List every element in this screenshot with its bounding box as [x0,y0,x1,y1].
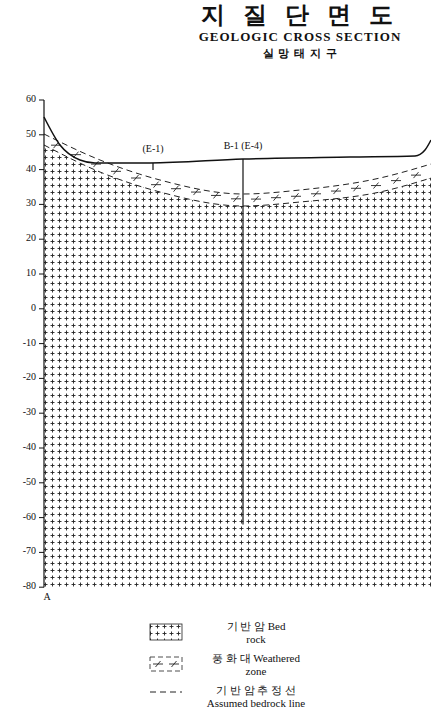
axis-label: -30 [23,406,36,418]
axis-label: 50 [26,128,36,140]
axis-label: -20 [23,371,36,383]
axis-label: 60 [26,93,36,105]
borehole [152,163,153,170]
legend-sample [150,692,182,693]
elevation-axis [39,100,44,587]
ground-surface [44,117,431,163]
legend-sample [150,624,182,640]
axis-label: -80 [23,580,36,592]
weathered-marks [51,142,421,202]
subtitle: 실 망 태 지 구 [263,47,338,60]
subtitle: GEOLOGIC CROSS SECTION [199,30,402,45]
section-label: A [43,591,50,603]
bedrock-area [44,145,431,587]
assumed-bedrock-line [44,134,431,194]
axis-label: 30 [26,197,36,209]
assumed-bedrock-line [44,145,431,206]
borehole [242,159,243,525]
borehole-label: B-1 (E-4) [224,140,263,152]
axis-label: 40 [26,163,36,175]
legend-text: 기 반 암 추 정 선 Assumed bedrock line [197,684,315,709]
title: 지 질 단 면 도 [201,2,399,30]
legend-text: 풍 화 대 Weathered zone [210,652,302,677]
axis-label: 0 [31,302,36,314]
axis-label: 20 [26,232,36,244]
axis-label: -50 [23,476,36,488]
legend-sample [150,657,182,671]
axis-label: -40 [23,441,36,453]
axis-label: -10 [23,337,36,349]
borehole-label: (E-1) [142,143,163,155]
axis-label: 10 [26,267,36,279]
axis-label: -60 [23,511,36,523]
axis-label: -70 [23,545,36,557]
legend-text: 기 반 암 Bed rock [226,620,286,645]
